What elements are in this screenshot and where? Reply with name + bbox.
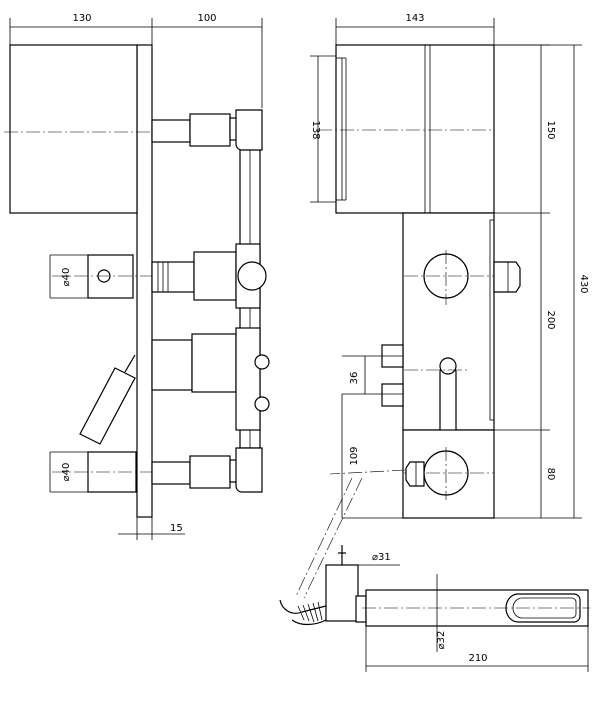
lower-stem: [151, 461, 191, 485]
upper-valve-body: [193, 251, 237, 301]
middle-knob: [254, 354, 270, 370]
dim-label-80: 80: [545, 468, 556, 481]
upper-valve-knob: [237, 261, 267, 291]
plate-edge: [489, 219, 495, 421]
dim-label-dia40-lower: ⌀40: [61, 463, 72, 482]
lower-elbow: [235, 447, 263, 493]
side-view: 130 100 ⌀40: [4, 13, 270, 540]
diverter-top: [439, 357, 457, 375]
lower-left-connector: [381, 383, 404, 407]
hose-axis: [329, 469, 407, 475]
dim-label-36: 36: [349, 372, 360, 385]
dim-label-dia40-upper: ⌀40: [61, 268, 72, 287]
dim-label-143: 143: [405, 13, 424, 24]
side-box: [9, 44, 138, 214]
dim-label-109: 109: [349, 446, 360, 465]
lower-side-nut: [405, 461, 425, 487]
middle-valve-flange: [235, 327, 261, 431]
dim-label-210: 210: [468, 653, 487, 664]
diverter-lever: [79, 367, 136, 445]
dim-label-dia32: ⌀32: [436, 631, 447, 650]
diverter-rod: [439, 365, 457, 439]
top-nut: [189, 113, 231, 147]
dim-label-130: 130: [72, 13, 91, 24]
hose-path: [303, 477, 363, 599]
dim-label-15: 15: [170, 523, 183, 534]
dim-label-150: 150: [545, 120, 556, 139]
shower-head-inner: [512, 597, 577, 619]
dim-label-200: 200: [545, 310, 556, 329]
lower-nut: [189, 455, 231, 489]
wall-plate: [136, 44, 153, 518]
middle-valve-body: [191, 333, 237, 393]
dim-label-138: 138: [310, 120, 321, 139]
dim-label-dia31: ⌀31: [372, 552, 391, 563]
holder-joint: [355, 595, 367, 623]
top-stem: [151, 119, 191, 143]
hose-coil: [297, 601, 323, 623]
lever-pin: [124, 354, 136, 373]
front-box: [335, 44, 495, 214]
hand-shower-view: ⌀31 ⌀32 210: [279, 545, 590, 672]
shower-holder: [325, 564, 359, 622]
top-elbow: [235, 109, 263, 151]
front-view: 143 138 150 200 80 430: [295, 13, 589, 599]
upper-stem: [151, 261, 195, 293]
upper-side-nut: [493, 261, 521, 293]
hose-curve: [291, 619, 327, 626]
hose-curve: [279, 599, 327, 614]
dim-label-430: 430: [578, 274, 589, 293]
middle-stem: [151, 339, 193, 391]
dim-label-100: 100: [197, 13, 216, 24]
middle-knob: [254, 396, 270, 412]
